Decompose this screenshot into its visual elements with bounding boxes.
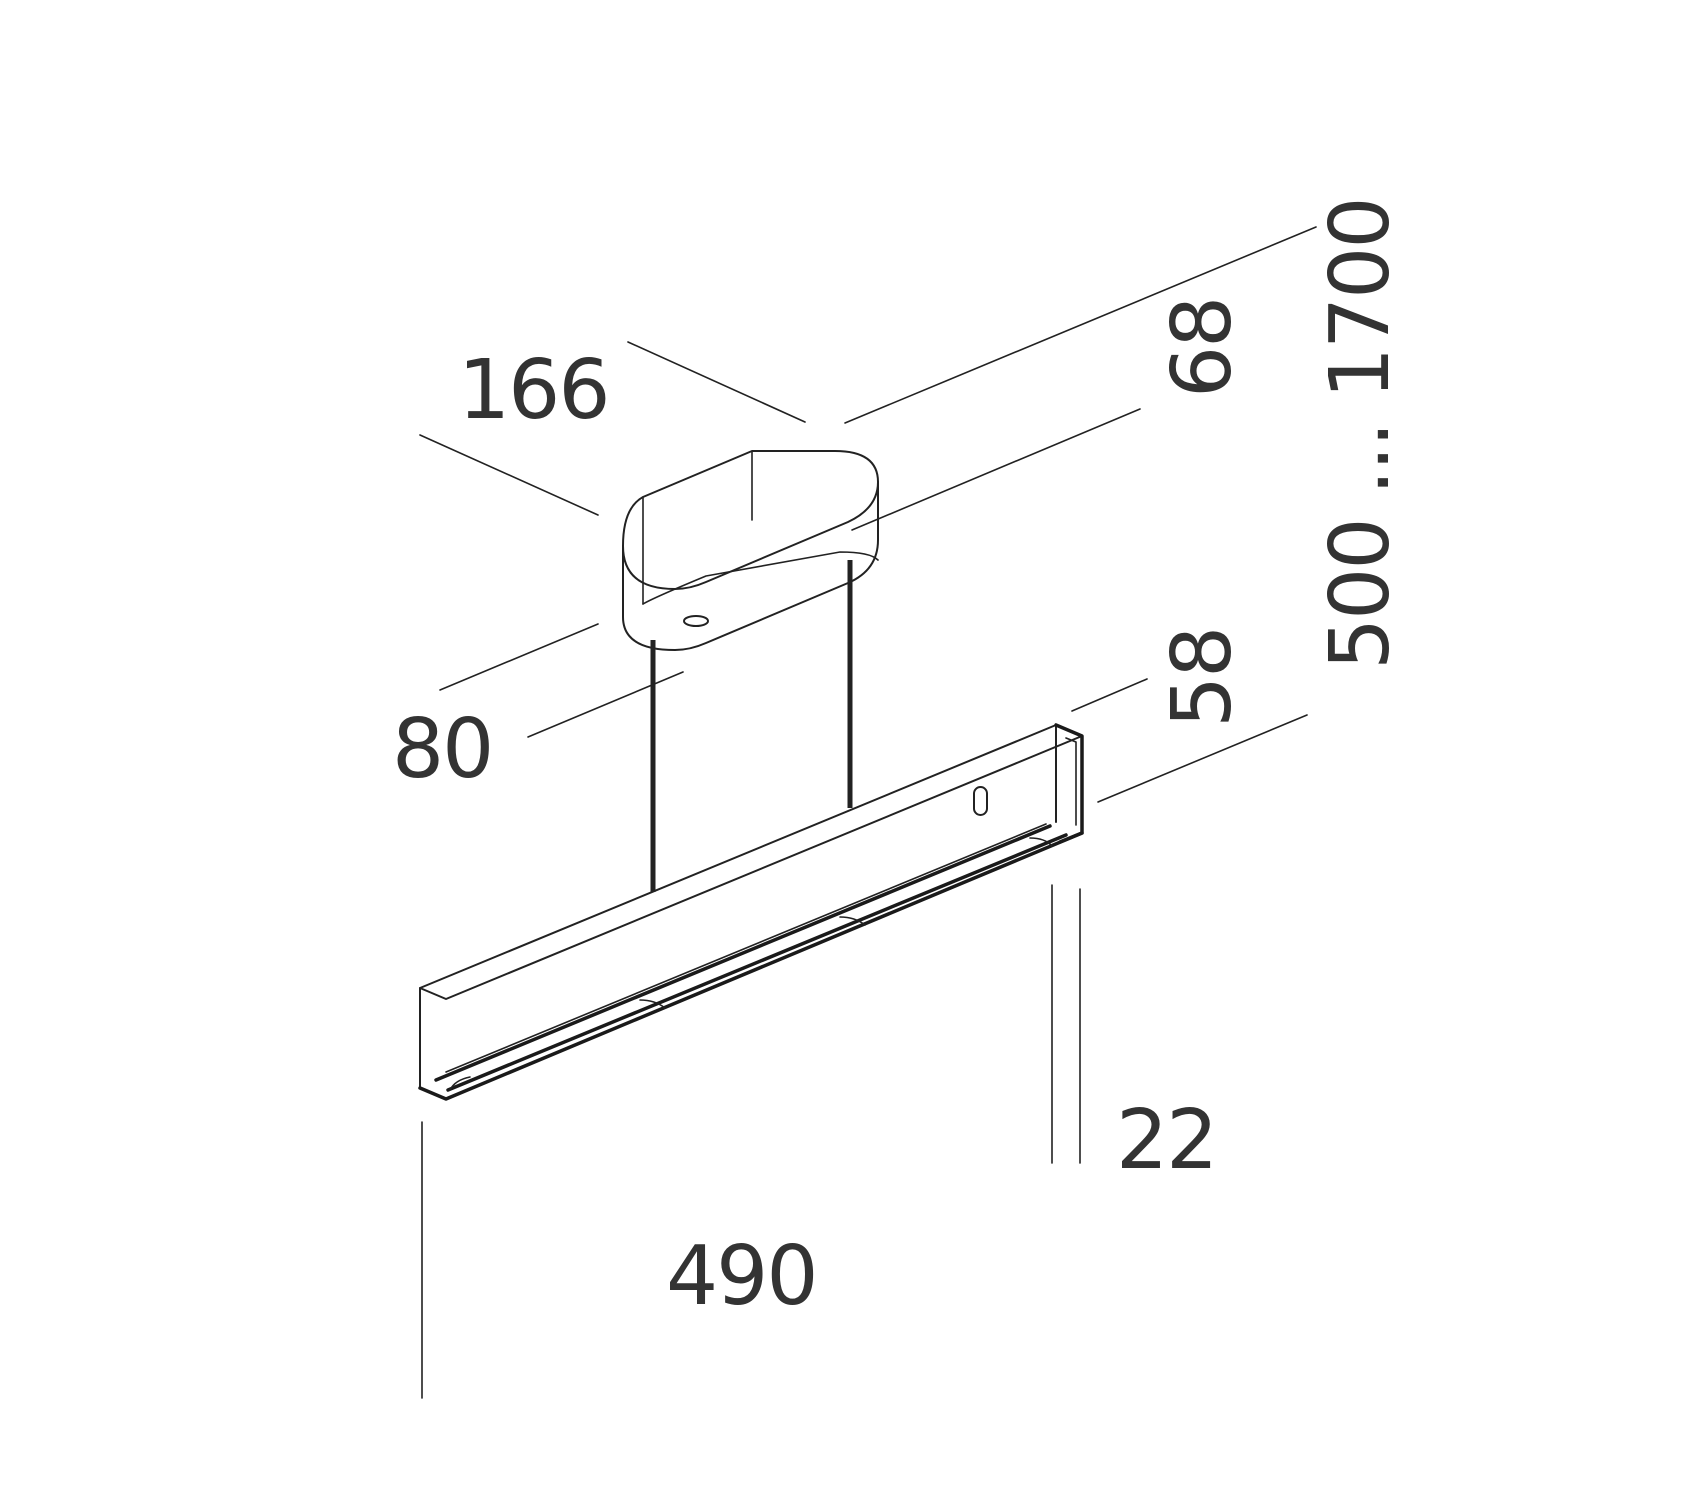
label-canopy-width: 80 [392, 702, 492, 797]
dim-line-68 [851, 408, 1141, 531]
dim-line-58-upper [1071, 678, 1148, 712]
canopy-hole [683, 615, 709, 627]
sensor-slot [973, 786, 988, 816]
label-canopy-height: 68 [1155, 298, 1250, 398]
dimension-labels: 166 80 22 490 68 58 500 ... 1700 [392, 198, 1408, 1324]
label-bar-width: 22 [1116, 1093, 1216, 1188]
dim-line-166-right [627, 341, 806, 423]
dimension-lines [419, 226, 1317, 1399]
lens-divider-1 [639, 999, 666, 1009]
dim-line-80-lower [527, 671, 684, 738]
bar-lens-line-3 [445, 823, 1047, 1073]
dim-line-58-lower [1097, 714, 1308, 803]
suspension-rods [650, 560, 853, 892]
bar-top-face [419, 724, 1083, 1000]
bar-lens-line-1 [434, 824, 1052, 1082]
label-suspension-length: 500 ... 1700 [1313, 198, 1408, 670]
dim-line-166-left [419, 434, 599, 516]
light-bar [418, 723, 1084, 1101]
canopy [622, 450, 879, 651]
label-bar-height: 58 [1155, 628, 1250, 728]
canopy-bottom-rim [642, 551, 879, 605]
bar-end-cap-inner [1065, 737, 1077, 826]
dim-line-80-upper [439, 623, 599, 691]
canopy-sides [622, 481, 879, 651]
lens-divider-3 [1029, 837, 1053, 847]
lens-end-left [449, 1076, 471, 1091]
bar-bottom-edge [418, 831, 1084, 1101]
label-canopy-length: 166 [458, 343, 609, 438]
bar-lens-line-2 [446, 833, 1068, 1092]
lens-divider-2 [839, 916, 866, 926]
bar-end-cap [1054, 723, 1084, 844]
dim-line-suspension [844, 226, 1317, 424]
label-bar-length: 490 [666, 1229, 817, 1324]
